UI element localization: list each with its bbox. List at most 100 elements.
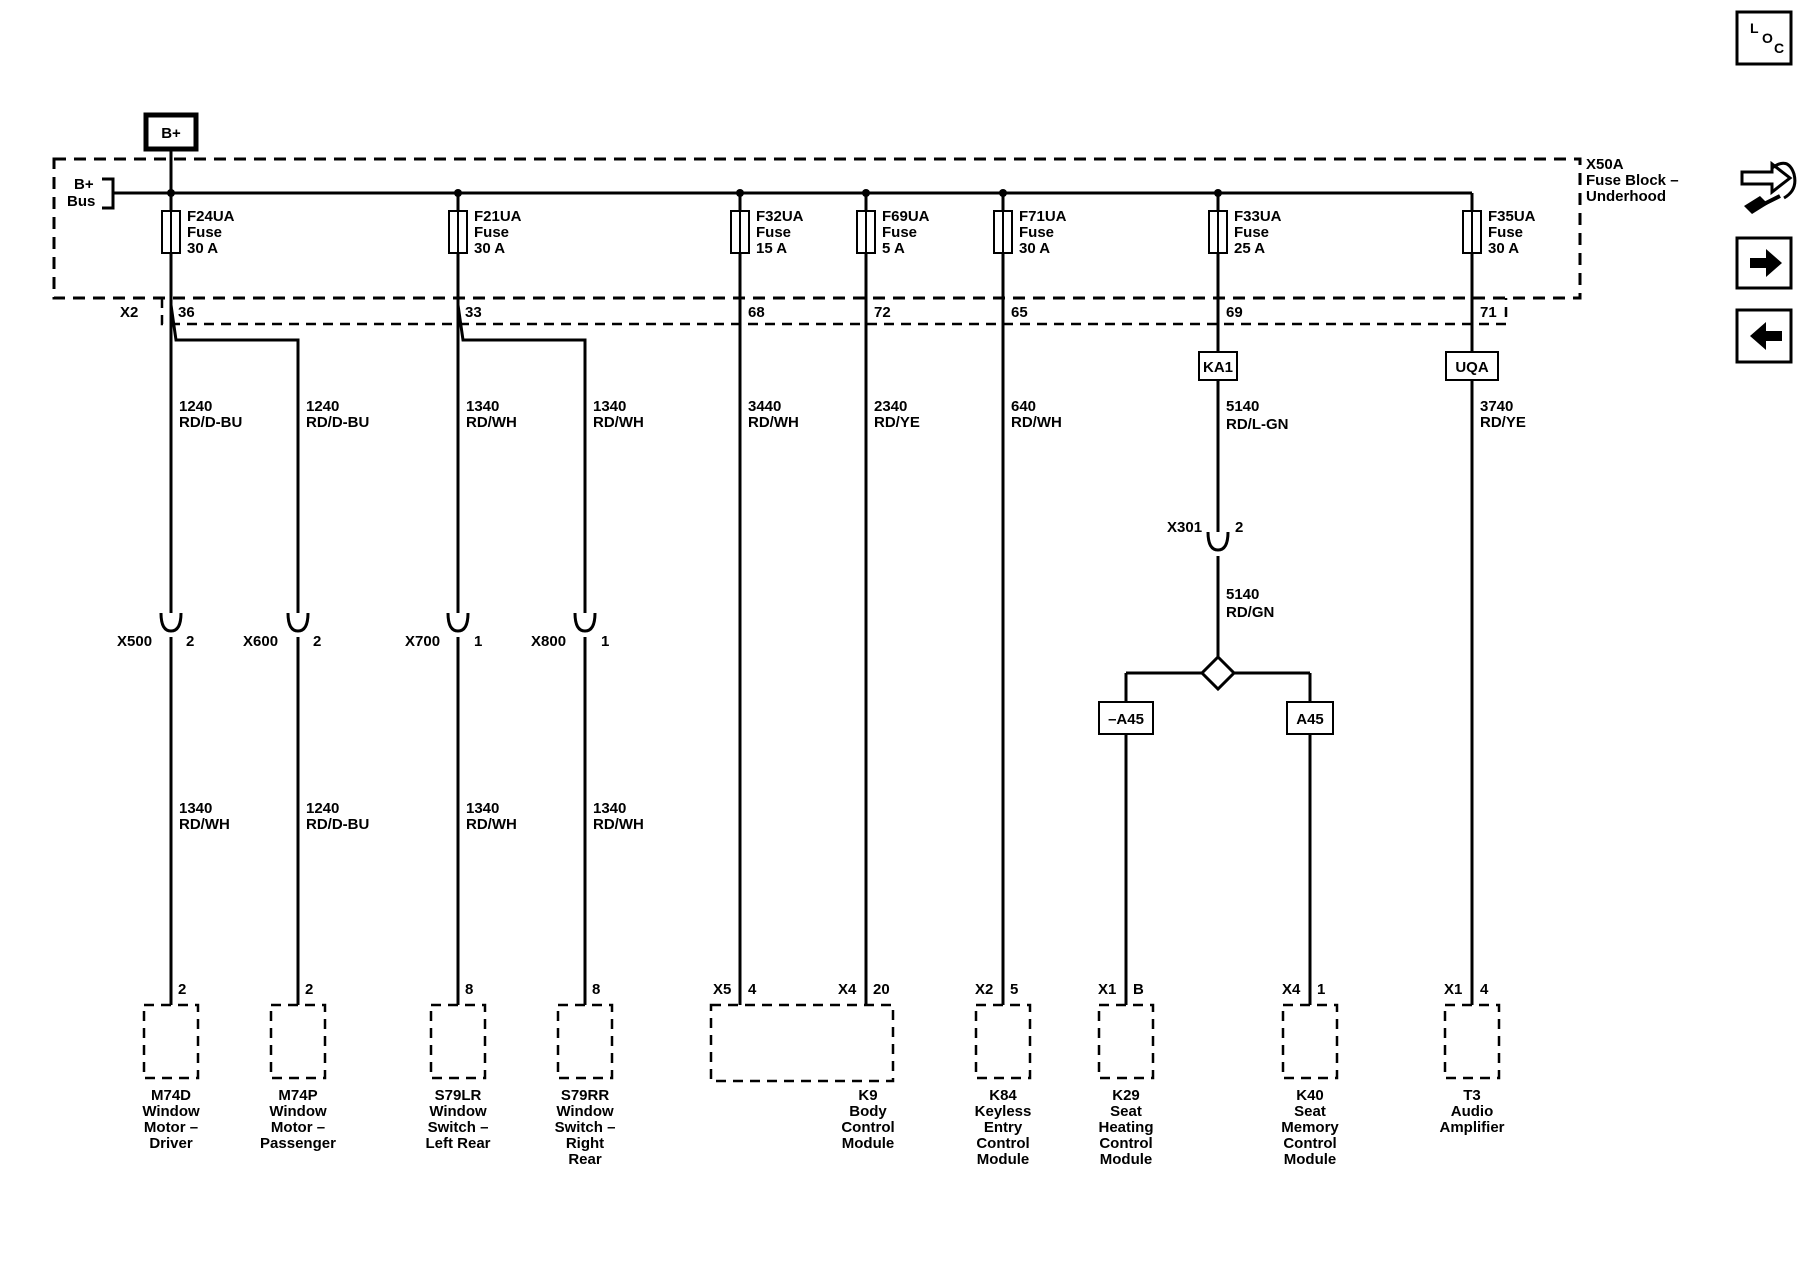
svg-text:Window: Window xyxy=(429,1103,487,1120)
svg-text:1: 1 xyxy=(601,633,609,650)
svg-text:Seat: Seat xyxy=(1110,1103,1142,1120)
svg-text:30 A: 30 A xyxy=(1488,240,1519,257)
svg-text:Driver: Driver xyxy=(149,1135,193,1152)
inline-connector-x500: X500 2 xyxy=(117,612,194,650)
svg-text:Control: Control xyxy=(1099,1135,1152,1152)
fuse-f24ua: F24UA Fuse 30 A 36 xyxy=(161,189,235,321)
svg-text:RD/GN: RD/GN xyxy=(1226,604,1274,621)
option-not-a45: –A45 xyxy=(1098,701,1154,735)
svg-text:8: 8 xyxy=(592,981,600,998)
x2-connector-label: X2 xyxy=(120,304,138,321)
svg-text:X1: X1 xyxy=(1098,981,1116,998)
inline-connector-x700: X700 1 xyxy=(405,612,482,650)
svg-text:30 A: 30 A xyxy=(187,240,218,257)
svg-text:4: 4 xyxy=(1480,981,1489,998)
svg-text:1240: 1240 xyxy=(179,398,212,415)
svg-text:RD/WH: RD/WH xyxy=(179,816,230,833)
svg-text:Seat: Seat xyxy=(1294,1103,1326,1120)
svg-text:X500: X500 xyxy=(117,633,152,650)
svg-text:25 A: 25 A xyxy=(1234,240,1265,257)
svg-text:RD/WH: RD/WH xyxy=(466,414,517,431)
svg-text:69: 69 xyxy=(1226,304,1243,321)
next-page-arrow-icon[interactable] xyxy=(1735,236,1793,290)
b-plus-source: B+ xyxy=(143,112,199,152)
svg-text:K40: K40 xyxy=(1296,1087,1324,1104)
svg-text:Module: Module xyxy=(1100,1151,1153,1168)
svg-text:1: 1 xyxy=(474,633,482,650)
svg-text:M74D: M74D xyxy=(151,1087,191,1104)
svg-text:1: 1 xyxy=(1317,981,1325,998)
svg-text:RD/L-GN: RD/L-GN xyxy=(1226,416,1289,433)
svg-text:F21UA: F21UA xyxy=(474,208,522,225)
svg-text:15 A: 15 A xyxy=(756,240,787,257)
svg-text:RD/D-BU: RD/D-BU xyxy=(306,414,369,431)
svg-text:S79RR: S79RR xyxy=(561,1087,610,1104)
option-ka1: KA1 xyxy=(1198,351,1238,381)
svg-text:1240: 1240 xyxy=(306,800,339,817)
svg-text:L: L xyxy=(1750,20,1759,36)
svg-text:O: O xyxy=(1762,30,1773,46)
svg-text:65: 65 xyxy=(1011,304,1028,321)
fuse-f32ua: F32UA Fuse 15 A 68 xyxy=(730,189,804,321)
fuse-block-name-2: Underhood xyxy=(1586,188,1666,205)
loc-icon[interactable]: L O C xyxy=(1735,10,1793,66)
svg-text:Fuse: Fuse xyxy=(1019,224,1054,241)
svg-text:RD/D-BU: RD/D-BU xyxy=(306,816,369,833)
svg-text:X800: X800 xyxy=(531,633,566,650)
svg-text:2: 2 xyxy=(313,633,321,650)
svg-text:Window: Window xyxy=(142,1103,200,1120)
inline-connector-x600: X600 2 xyxy=(243,612,321,650)
svg-text:Fuse: Fuse xyxy=(1488,224,1523,241)
svg-text:RD/YE: RD/YE xyxy=(1480,414,1526,431)
fuse-f21ua: F21UA Fuse 30 A 33 xyxy=(448,189,522,321)
x2-connector-outline xyxy=(160,298,1508,326)
svg-text:640: 640 xyxy=(1011,398,1036,415)
svg-text:72: 72 xyxy=(874,304,891,321)
svg-text:Rear: Rear xyxy=(568,1151,602,1168)
inline-connector-x800: X800 1 xyxy=(531,612,609,650)
svg-text:20: 20 xyxy=(873,981,890,998)
svg-text:30 A: 30 A xyxy=(1019,240,1050,257)
svg-text:1340: 1340 xyxy=(466,800,499,817)
svg-text:Keyless: Keyless xyxy=(975,1103,1032,1120)
svg-text:30 A: 30 A xyxy=(474,240,505,257)
svg-text:Motor –: Motor – xyxy=(271,1119,325,1136)
svg-text:2: 2 xyxy=(178,981,186,998)
component-m74d: M74D Window Motor – Driver xyxy=(142,1003,200,1152)
svg-text:F71UA: F71UA xyxy=(1019,208,1067,225)
svg-text:Switch –: Switch – xyxy=(428,1119,489,1136)
svg-text:T3: T3 xyxy=(1463,1087,1481,1104)
svg-text:Heating: Heating xyxy=(1098,1119,1153,1136)
component-k40: K40 Seat Memory Control Module xyxy=(1281,1003,1339,1168)
fuse-block-id: X50A xyxy=(1586,156,1624,173)
svg-text:RD/WH: RD/WH xyxy=(466,816,517,833)
svg-text:1340: 1340 xyxy=(593,398,626,415)
connector-view-icon[interactable] xyxy=(1740,160,1797,214)
svg-text:Fuse: Fuse xyxy=(1234,224,1269,241)
svg-text:C: C xyxy=(1774,40,1784,56)
svg-text:Control: Control xyxy=(841,1119,894,1136)
svg-text:Fuse: Fuse xyxy=(474,224,509,241)
svg-text:Entry: Entry xyxy=(984,1119,1023,1136)
bus-label-1: B+ xyxy=(74,176,94,193)
svg-text:RD/WH: RD/WH xyxy=(593,816,644,833)
component-t3: T3 Audio Amplifier xyxy=(1439,1003,1505,1136)
circuit-f24ua xyxy=(169,253,300,1005)
component-s79lr: S79LR Window Switch – Left Rear xyxy=(425,1003,491,1152)
svg-text:33: 33 xyxy=(465,304,482,321)
previous-page-arrow-icon[interactable] xyxy=(1735,308,1793,364)
svg-text:2: 2 xyxy=(186,633,194,650)
svg-text:3440: 3440 xyxy=(748,398,781,415)
svg-text:Right: Right xyxy=(566,1135,604,1152)
svg-text:Fuse: Fuse xyxy=(756,224,791,241)
svg-text:A45: A45 xyxy=(1296,711,1324,728)
svg-text:X4: X4 xyxy=(1282,981,1301,998)
svg-text:Body: Body xyxy=(849,1103,887,1120)
option-a45: A45 xyxy=(1286,701,1334,735)
svg-text:36: 36 xyxy=(178,304,195,321)
splice-diamond xyxy=(1199,654,1237,692)
svg-text:3740: 3740 xyxy=(1480,398,1513,415)
svg-text:Fuse: Fuse xyxy=(187,224,222,241)
component-s79rr: S79RR Window Switch – Right Rear xyxy=(555,1003,615,1168)
svg-text:68: 68 xyxy=(748,304,765,321)
